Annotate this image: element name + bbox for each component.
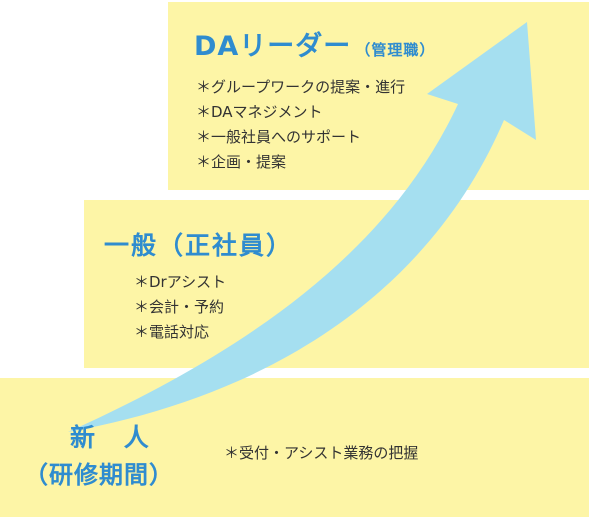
general-item: ＊Drアシスト bbox=[134, 273, 227, 291]
newcomer-item: ＊受付・アシスト業務の把握 bbox=[224, 444, 419, 462]
general-title: 一般（正社員） bbox=[104, 231, 294, 260]
newcomer-title-line1: 新 人 bbox=[70, 423, 159, 452]
leader-item: ＊一般社員へのサポート bbox=[196, 128, 362, 146]
leader-title: DAリーダー（管理職） bbox=[194, 24, 435, 63]
leader-item: ＊グループワークの提案・進行 bbox=[196, 78, 406, 96]
newcomer-title-line2: （研修期間） bbox=[24, 461, 174, 489]
leader-item: ＊DAマネジメント bbox=[196, 103, 323, 121]
newcomer-box bbox=[0, 378, 589, 517]
growth-arrow-shape bbox=[68, 22, 536, 432]
general-item: ＊電話対応 bbox=[134, 323, 210, 341]
leader-title-sub: （管理職） bbox=[355, 41, 436, 59]
leader-title-main: DAリーダー bbox=[194, 31, 352, 62]
general-item: ＊会計・予約 bbox=[134, 298, 225, 316]
leader-item: ＊企画・提案 bbox=[196, 153, 287, 171]
